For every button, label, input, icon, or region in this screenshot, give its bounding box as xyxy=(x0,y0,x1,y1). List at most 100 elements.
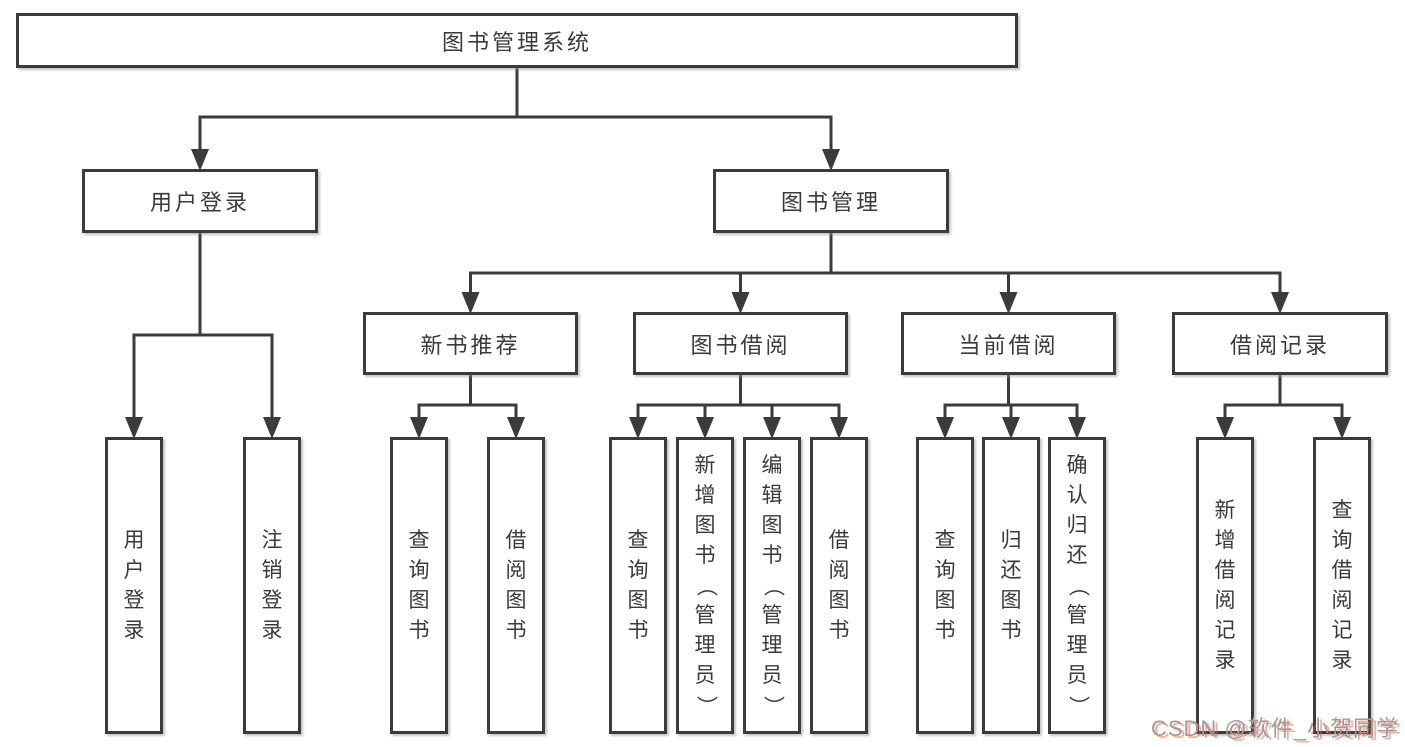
label-char: 登 xyxy=(123,588,145,612)
label-char: 询 xyxy=(408,558,430,582)
label-char: 辑 xyxy=(761,483,783,507)
node-label: 查询图书 xyxy=(628,526,649,646)
node-label: 图书管理系统 xyxy=(441,29,592,55)
label-char: 阅 xyxy=(828,558,850,582)
label-char: 图 xyxy=(828,588,850,612)
label-char: 记 xyxy=(1214,618,1236,642)
node-label: 查询图书 xyxy=(935,526,956,646)
node-root: 图书管理系统 xyxy=(16,13,1018,68)
label-char: 认 xyxy=(1066,483,1088,507)
label-char: 书 xyxy=(1000,618,1022,642)
node-leaf-add-record: 新增借阅记录 xyxy=(1196,437,1254,734)
label-char: 书 xyxy=(408,618,430,642)
label-char: 询 xyxy=(627,558,649,582)
label-char: 书 xyxy=(694,543,716,567)
node-leaf-query-record: 查询借阅记录 xyxy=(1313,437,1371,734)
label-char: 阅 xyxy=(1331,588,1353,612)
node-leaf-edit-book: 编辑图书（管理员） xyxy=(743,437,801,734)
label-char: 图 xyxy=(408,588,430,612)
label-char: 图 xyxy=(1000,588,1022,612)
label-char: 查 xyxy=(1331,498,1353,522)
node-label: 查询图书 xyxy=(409,526,430,646)
node-label: 注销登录 xyxy=(262,526,283,646)
label-char: 录 xyxy=(1214,648,1236,672)
label-char: 录 xyxy=(123,618,145,642)
node-leaf-add-book: 新增图书（管理员） xyxy=(676,437,734,734)
label-char: （ xyxy=(761,575,784,596)
node-leaf-confirm-return: 确认归还（管理员） xyxy=(1048,437,1106,734)
label-char: 增 xyxy=(694,483,716,507)
node-leaf-user-login: 用户登录 xyxy=(105,437,163,734)
arrowhead xyxy=(507,417,525,439)
label-char: 理 xyxy=(1066,633,1088,657)
arrowhead xyxy=(461,292,480,314)
label-char: 注 xyxy=(261,528,283,552)
label-char: ） xyxy=(1066,695,1089,716)
label-char: （ xyxy=(694,575,717,596)
label-char: 用 xyxy=(123,528,145,552)
label-char: 录 xyxy=(261,618,283,642)
node-label: 用户登录 xyxy=(124,526,145,646)
label-char: 图 xyxy=(934,588,956,612)
label-char: 归 xyxy=(1000,528,1022,552)
label-char: 阅 xyxy=(1214,588,1236,612)
label-char: 图 xyxy=(505,588,527,612)
arrowhead xyxy=(830,417,848,439)
node-label: 查询借阅记录 xyxy=(1332,496,1353,676)
label-char: 书 xyxy=(934,618,956,642)
label-char: 阅 xyxy=(505,558,527,582)
node-book-borrow: 图书借阅 xyxy=(633,312,848,375)
arrowhead xyxy=(629,417,647,439)
label-char: 借 xyxy=(1331,558,1353,582)
label-char: 图 xyxy=(761,513,783,537)
label-char: ） xyxy=(761,695,784,716)
label-char: 书 xyxy=(828,618,850,642)
label-char: 书 xyxy=(505,618,527,642)
label-char: 新 xyxy=(1214,498,1236,522)
label-char: 借 xyxy=(828,528,850,552)
label-char: 编 xyxy=(761,453,783,477)
node-label: 新增借阅记录 xyxy=(1215,496,1236,676)
arrowhead xyxy=(1002,417,1020,439)
label-char: 理 xyxy=(694,633,716,657)
node-leaf-borrow-book-2: 借阅图书 xyxy=(810,437,868,734)
node-leaf-query-book-2: 查询图书 xyxy=(609,437,667,734)
label-char: 书 xyxy=(761,543,783,567)
label-char: 查 xyxy=(408,528,430,552)
label-char: 理 xyxy=(761,633,783,657)
node-label: 借阅记录 xyxy=(1229,332,1330,358)
node-leaf-logout: 注销登录 xyxy=(243,437,301,734)
label-char: 员 xyxy=(694,663,716,687)
label-char: 还 xyxy=(1066,543,1088,567)
arrowhead xyxy=(696,417,714,439)
arrowhead xyxy=(410,417,428,439)
node-leaf-return-book: 归还图书 xyxy=(982,437,1040,734)
node-leaf-query-book-1: 查询图书 xyxy=(390,437,448,734)
arrowhead xyxy=(763,417,781,439)
label-char: 询 xyxy=(1331,528,1353,552)
node-book-management: 图书管理 xyxy=(713,169,949,233)
arrowhead xyxy=(191,149,209,171)
node-label: 确认归还（管理员） xyxy=(1066,451,1089,721)
label-char: 图 xyxy=(627,588,649,612)
node-user-login: 用户登录 xyxy=(82,169,318,233)
label-char: 查 xyxy=(934,528,956,552)
label-char: 销 xyxy=(261,558,283,582)
label-char: 书 xyxy=(627,618,649,642)
node-label: 当前借阅 xyxy=(958,332,1059,358)
node-borrow-records: 借阅记录 xyxy=(1172,312,1388,375)
node-label: 归还图书 xyxy=(1001,526,1022,646)
node-leaf-borrow-book-1: 借阅图书 xyxy=(487,437,545,734)
label-char: 记 xyxy=(1331,618,1353,642)
arrowhead xyxy=(263,417,281,439)
label-char: 确 xyxy=(1066,453,1088,477)
node-current-borrow: 当前借阅 xyxy=(901,312,1116,375)
node-label: 借阅图书 xyxy=(506,526,527,646)
arrowhead xyxy=(125,417,143,439)
arrowhead xyxy=(999,292,1018,314)
label-char: 图 xyxy=(694,513,716,537)
label-char: 管 xyxy=(761,603,783,627)
label-char: 还 xyxy=(1000,558,1022,582)
label-char: 员 xyxy=(1066,663,1088,687)
